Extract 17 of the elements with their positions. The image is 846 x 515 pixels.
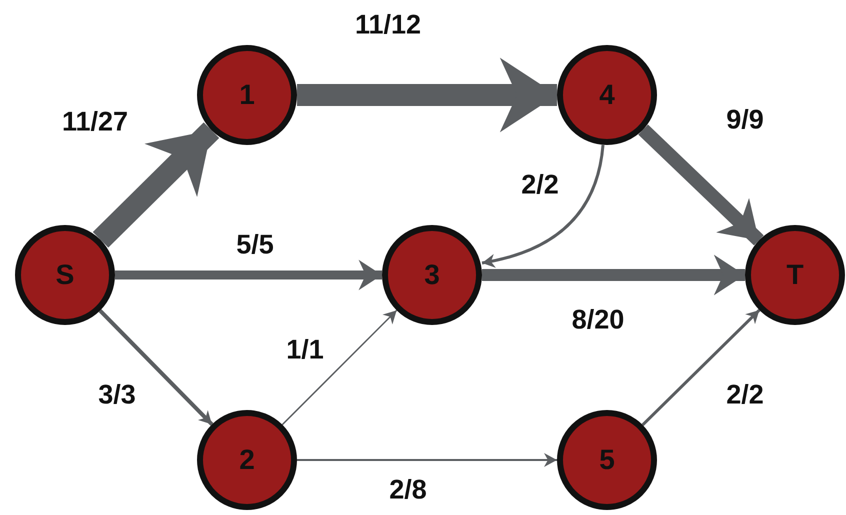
arrow: [92, 122, 220, 248]
arrow: [282, 310, 398, 426]
node-circle: T: [745, 225, 845, 325]
node-circle: 5: [557, 410, 657, 510]
arrow: [297, 453, 557, 467]
node-circle: 4: [557, 45, 657, 145]
arrow: [98, 309, 214, 426]
arrow: [482, 254, 745, 296]
node-circle: 2: [197, 410, 297, 510]
arrow: [115, 260, 382, 290]
arrow: [638, 124, 764, 246]
node-circle: 1: [197, 45, 297, 145]
node-circle: S: [15, 225, 115, 325]
arrow: [482, 144, 604, 268]
arrow: [297, 58, 557, 132]
arrow: [642, 309, 760, 426]
node-circle: 3: [382, 225, 482, 325]
